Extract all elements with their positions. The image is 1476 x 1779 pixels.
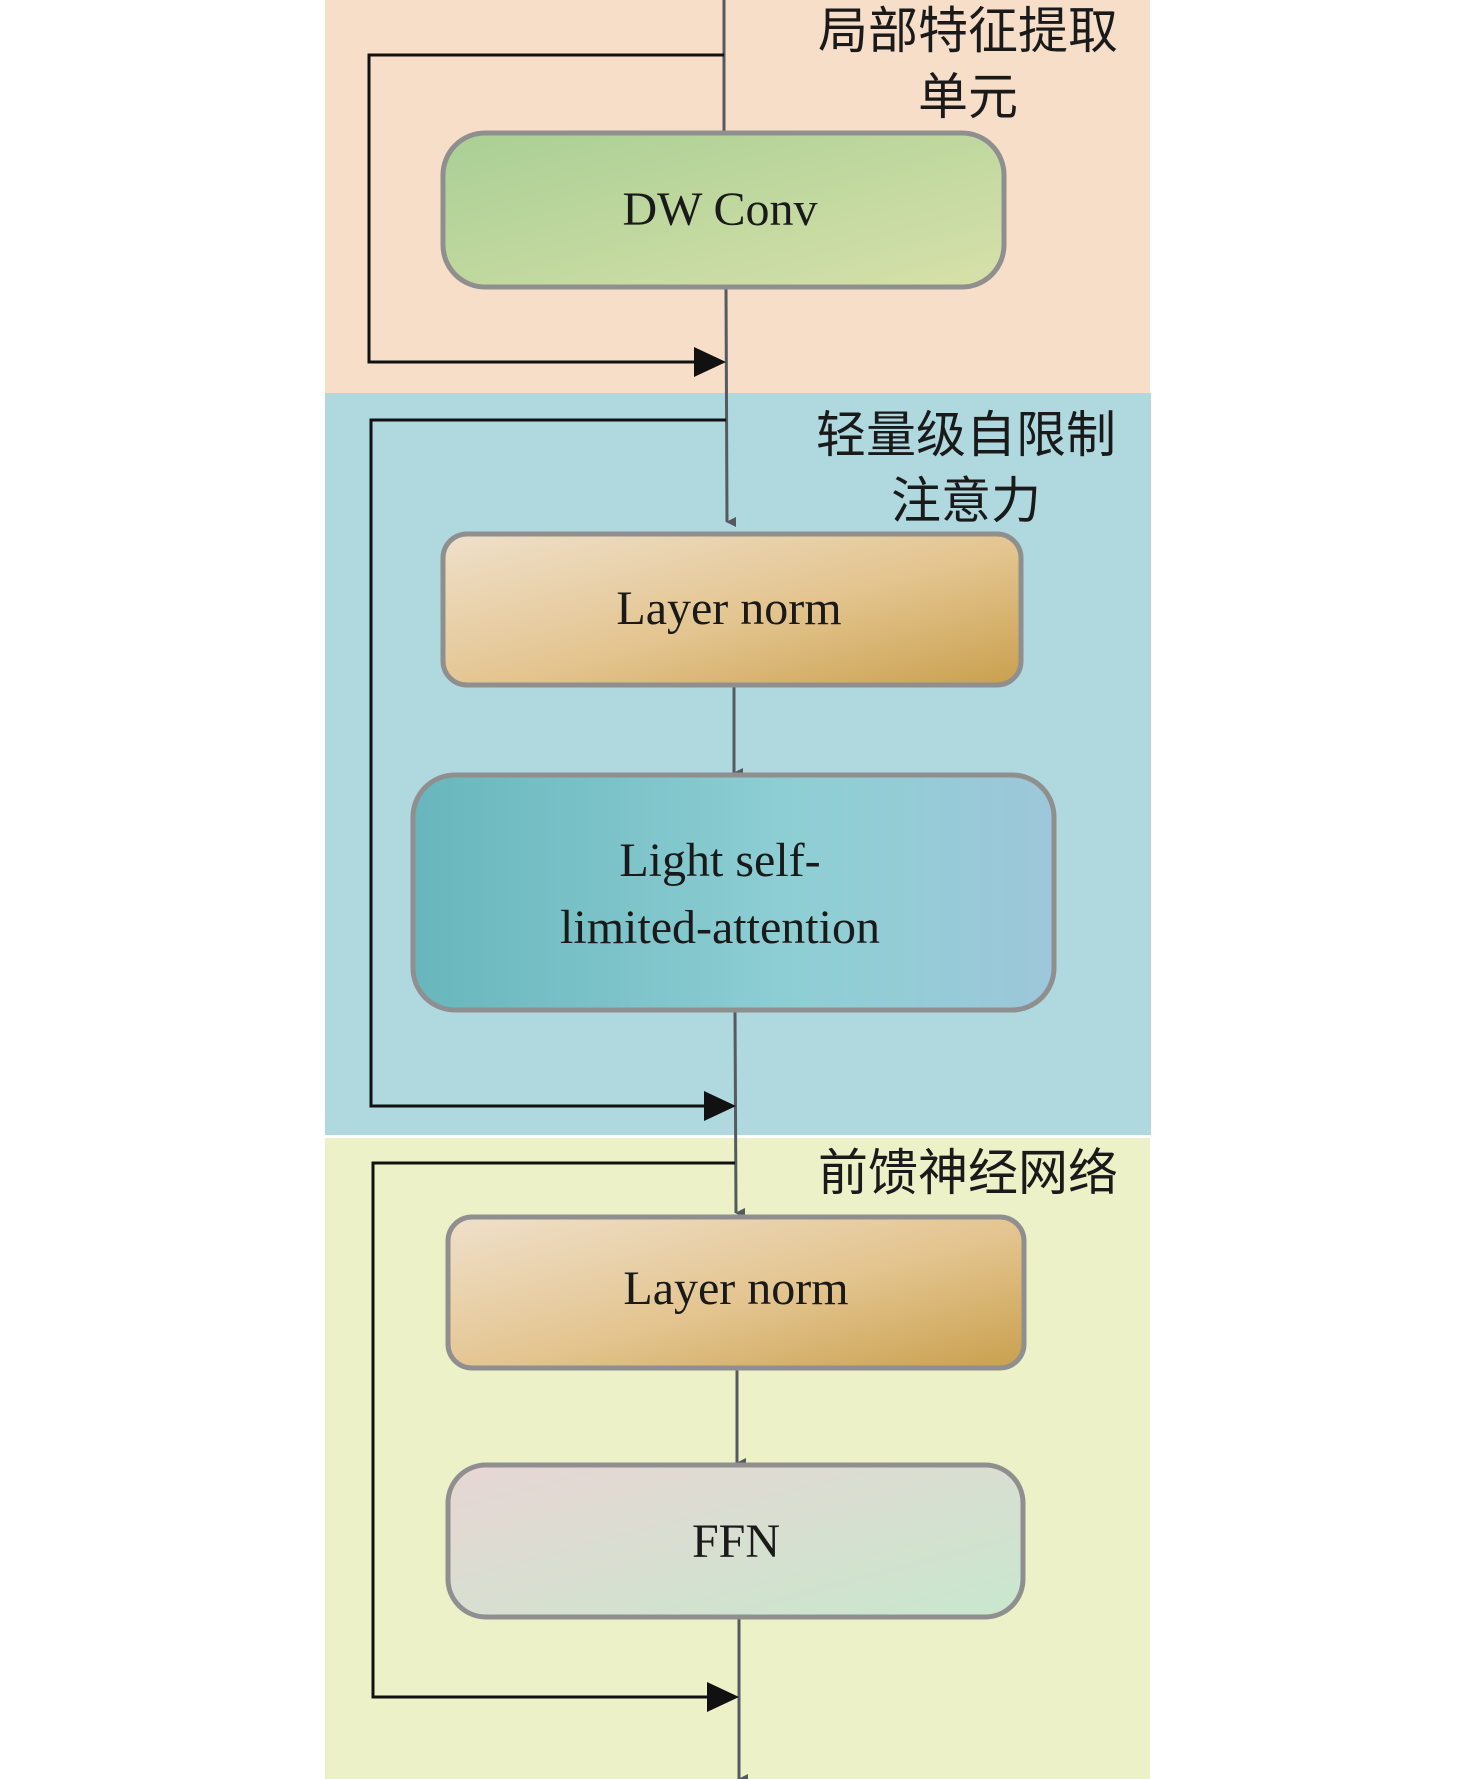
skip-connection-attention-arrowhead [704,1091,736,1121]
skip-connection-local [367,53,724,364]
section-attention-label-line1: 轻量级自限制 [816,406,1116,464]
layer-norm-1-label: Layer norm [616,582,841,635]
main-flow-arrows [722,0,748,1779]
layer-norm-block-1: Layer norm [440,531,1024,688]
ffn-label: FFN [692,1515,780,1568]
dwconv-to-layernorm-arrow [724,287,737,527]
skip-connections [367,53,739,1712]
dw-conv-block: DW Conv [440,130,1007,290]
light-attention-label-line2: limited-attention [560,901,880,954]
layer-norm-block-2: Layer norm [445,1214,1027,1371]
section-local-label-line1: 局部特征提取 [818,2,1118,60]
layer-norm-2-label: Layer norm [623,1262,848,1315]
attention-to-layernorm-arrow [733,1009,746,1218]
section-local-label-line2: 单元 [918,68,1018,126]
ffn-block: FFN [445,1462,1026,1620]
skip-connection-ffn [371,1161,735,1699]
light-attention-block: Light self- limited-attention [410,772,1057,1013]
dw-conv-label: DW Conv [622,183,817,236]
skip-connection-ffn-arrowhead [707,1682,739,1712]
section-attention-label-line2: 注意力 [891,472,1041,530]
section-ffn-label: 前馈神经网络 [818,1144,1118,1202]
light-attention-label-line1: Light self- [619,834,820,887]
skip-connection-local-arrowhead [694,347,726,377]
skip-connection-attention [369,418,726,1108]
